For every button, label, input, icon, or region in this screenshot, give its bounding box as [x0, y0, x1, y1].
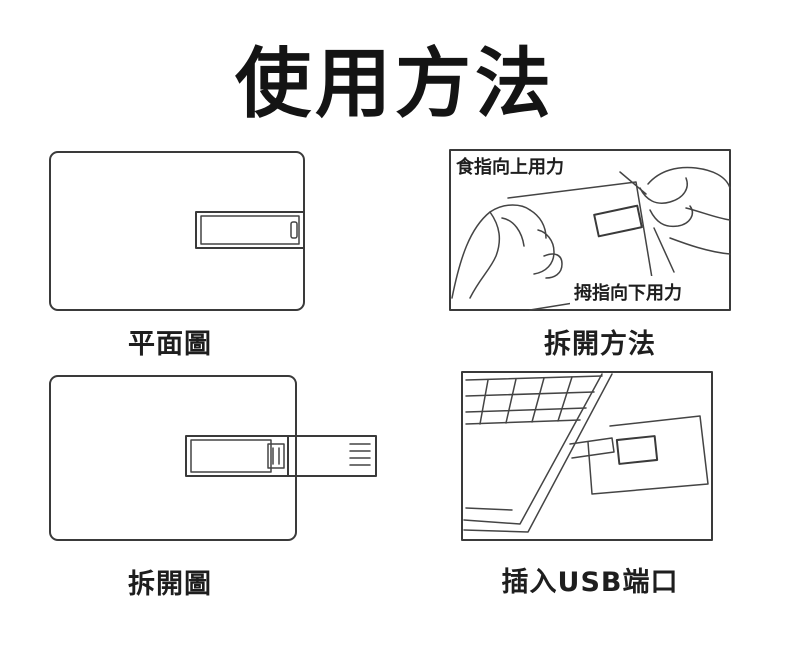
- open-card-illustration: [49, 375, 377, 541]
- pointer-line: [619, 171, 647, 195]
- laptop-keyboard: [465, 375, 603, 425]
- caption-remove: 拆開方法: [544, 329, 656, 360]
- usb-slot: [593, 204, 643, 238]
- usb-connector: [569, 437, 615, 459]
- panel-frame: [449, 149, 731, 311]
- laptop-edge: [463, 373, 603, 525]
- pointer-line: [653, 227, 675, 273]
- left-hand-outline: [451, 204, 531, 299]
- label-thumb-down: 拇指向下用力: [574, 282, 682, 304]
- card-outline: [587, 415, 709, 495]
- panel-frame: [461, 371, 713, 541]
- label-index-finger-up: 食指向上用力: [455, 156, 564, 178]
- insert-usb-illustration: [461, 371, 713, 541]
- card-outline: [49, 151, 305, 311]
- page-title: 使用方法: [235, 39, 555, 128]
- usb-slot: [615, 435, 659, 465]
- right-hand-outline: [647, 166, 731, 189]
- flat-card-illustration: [49, 151, 305, 311]
- caption-insert: 插入USB端口: [501, 567, 679, 598]
- remove-method-illustration: 食指向上用力 拇指向下用力: [449, 149, 731, 311]
- usb-slot: [195, 211, 305, 249]
- caption-open: 拆開圖: [128, 569, 212, 600]
- caption-flat: 平面圖: [128, 329, 212, 360]
- card-outline: [49, 375, 297, 541]
- usb-connector-extended: [185, 435, 377, 477]
